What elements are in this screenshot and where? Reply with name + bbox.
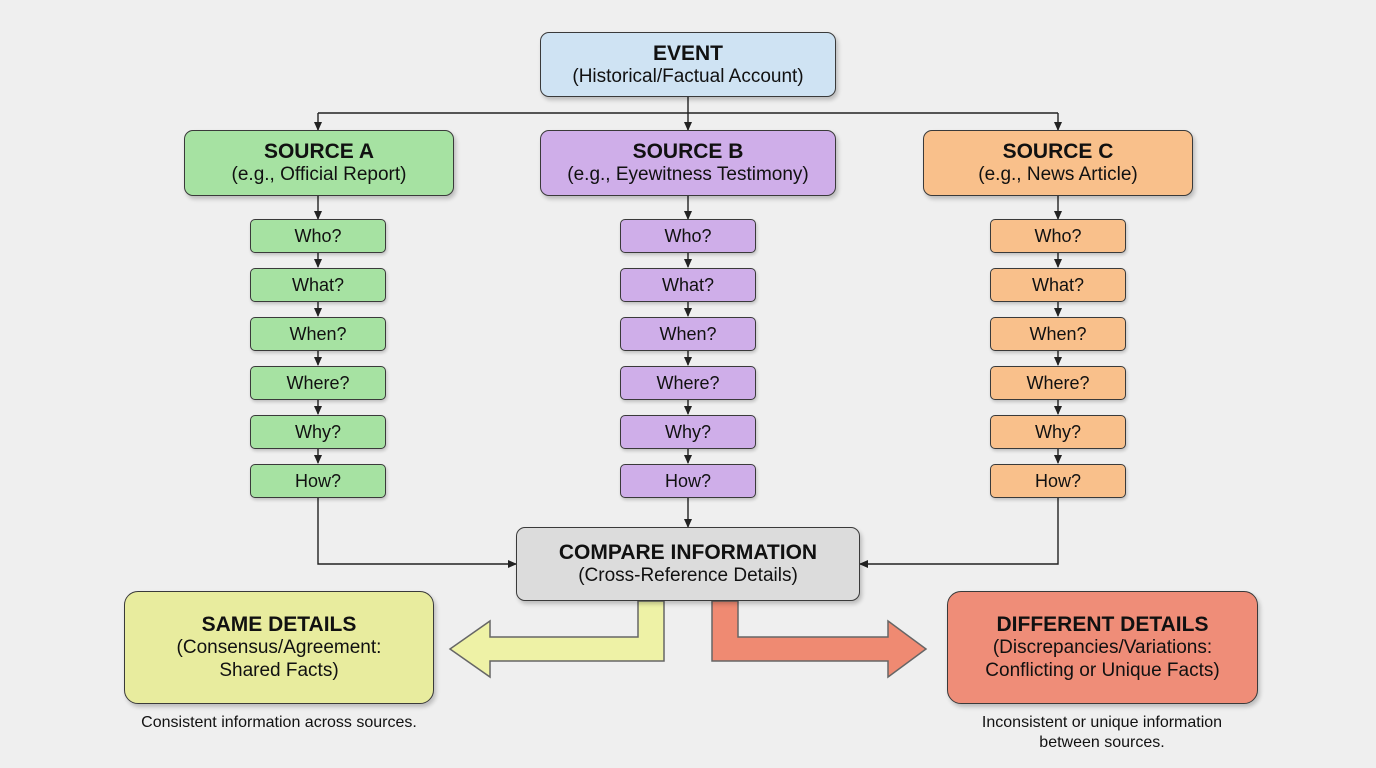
event-subtitle: (Historical/Factual Account) bbox=[572, 65, 804, 87]
source-b-subtitle: (e.g., Eyewitness Testimony) bbox=[567, 164, 809, 186]
compare-box: COMPARE INFORMATION (Cross-Reference Det… bbox=[516, 527, 860, 601]
event-box: EVENT (Historical/Factual Account) bbox=[540, 32, 836, 97]
question-how: How? bbox=[620, 464, 756, 498]
question-how: How? bbox=[990, 464, 1126, 498]
question-why: Why? bbox=[250, 415, 386, 449]
different-details-note: Inconsistent or unique information betwe… bbox=[942, 713, 1262, 753]
same-details-title: SAME DETAILS bbox=[201, 613, 357, 637]
source-c-subtitle: (e.g., News Article) bbox=[978, 164, 1138, 186]
question-who: Who? bbox=[990, 219, 1126, 253]
same-details-note: Consistent information across sources. bbox=[104, 713, 454, 733]
question-where: Where? bbox=[250, 366, 386, 400]
same-details-box: SAME DETAILS (Consensus/Agreement: Share… bbox=[124, 591, 434, 704]
question-where: Where? bbox=[620, 366, 756, 400]
different-details-box: DIFFERENT DETAILS (Discrepancies/Variati… bbox=[947, 591, 1258, 704]
connector-a-to-compare bbox=[317, 498, 517, 568]
source-b-box: SOURCE B (e.g., Eyewitness Testimony) bbox=[540, 130, 836, 196]
question-when: When? bbox=[620, 317, 756, 351]
question-when: When? bbox=[990, 317, 1126, 351]
source-a-box: SOURCE A (e.g., Official Report) bbox=[184, 130, 454, 196]
question-who: Who? bbox=[250, 219, 386, 253]
different-details-line1: (Discrepancies/Variations: bbox=[992, 637, 1213, 659]
source-a-subtitle: (e.g., Official Report) bbox=[231, 164, 407, 186]
compare-subtitle: (Cross-Reference Details) bbox=[578, 565, 798, 587]
event-title: EVENT bbox=[652, 41, 723, 65]
different-details-note-line1: Inconsistent or unique information bbox=[981, 714, 1223, 731]
question-where: Where? bbox=[990, 366, 1126, 400]
question-when: When? bbox=[250, 317, 386, 351]
source-a-title: SOURCE A bbox=[263, 140, 375, 163]
different-details-arrow bbox=[711, 600, 928, 679]
connector-c-to-compare bbox=[859, 498, 1059, 568]
different-details-line2: Conflicting or Unique Facts) bbox=[985, 660, 1220, 682]
same-details-arrow bbox=[448, 600, 665, 679]
different-details-note-line2: between sources. bbox=[1039, 734, 1165, 751]
question-what: What? bbox=[620, 268, 756, 302]
same-details-note-text: Consistent information across sources. bbox=[141, 714, 417, 731]
question-how: How? bbox=[250, 464, 386, 498]
source-c-title: SOURCE C bbox=[1002, 140, 1114, 163]
different-details-title: DIFFERENT DETAILS bbox=[996, 613, 1209, 637]
source-b-title: SOURCE B bbox=[632, 140, 744, 163]
question-why: Why? bbox=[990, 415, 1126, 449]
question-who: Who? bbox=[620, 219, 756, 253]
compare-title: COMPARE INFORMATION bbox=[558, 541, 818, 564]
source-c-box: SOURCE C (e.g., News Article) bbox=[923, 130, 1193, 196]
question-what: What? bbox=[990, 268, 1126, 302]
question-why: Why? bbox=[620, 415, 756, 449]
question-what: What? bbox=[250, 268, 386, 302]
same-details-line1: (Consensus/Agreement: bbox=[176, 637, 382, 659]
same-details-line2: Shared Facts) bbox=[219, 660, 339, 682]
